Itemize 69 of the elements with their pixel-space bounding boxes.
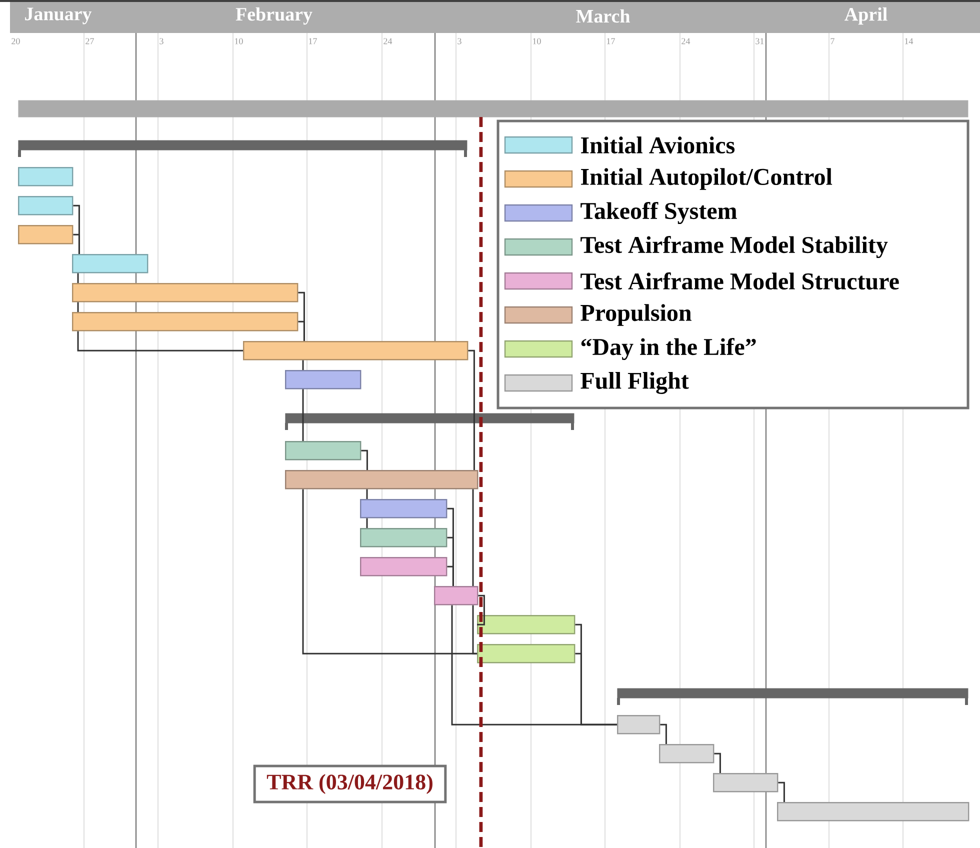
date-label: 31 <box>756 38 764 44</box>
connector-line <box>366 489 368 499</box>
date-label: 10 <box>235 38 243 44</box>
connector-line <box>298 320 305 341</box>
task-bar <box>243 341 468 360</box>
connector-line <box>468 350 475 470</box>
task-bar <box>477 644 576 664</box>
date-label: 17 <box>607 38 615 44</box>
task-bar <box>72 254 148 274</box>
connector-line <box>778 782 785 802</box>
month-label: February <box>236 7 312 25</box>
task-bar <box>477 615 576 634</box>
legend-label: “Day in the Life” <box>581 338 756 360</box>
date-label: 14 <box>905 38 914 44</box>
connector-line <box>302 360 304 370</box>
connector-line <box>361 450 368 470</box>
connector-line <box>302 389 304 441</box>
task-bar <box>777 802 970 822</box>
legend-label: Initial Avionics <box>581 136 735 154</box>
date-label: 24 <box>682 38 690 44</box>
connector-line <box>366 518 368 528</box>
task-bar <box>18 225 74 244</box>
connector-line <box>77 302 79 312</box>
milestone-box: TRR (03/04/2018) <box>253 764 447 804</box>
connector-line <box>575 652 617 726</box>
connector-line <box>472 489 474 586</box>
month-label: March <box>576 9 630 23</box>
date-label: 17 <box>309 38 317 44</box>
task-bar <box>285 441 362 460</box>
legend-label: Test Airframe Model Stability <box>580 236 888 258</box>
task-bar <box>659 744 714 764</box>
connector-line <box>73 234 80 254</box>
date-label: 20 <box>12 38 20 44</box>
date-label: 10 <box>533 38 541 44</box>
summary-bracket <box>617 688 968 705</box>
legend-label: Takeoff System <box>580 202 737 224</box>
summary-bracket <box>18 140 468 157</box>
date-label: 7 <box>830 38 834 44</box>
connector-line <box>472 605 477 654</box>
legend-label: Initial Autopilot/Control <box>581 168 832 190</box>
month-label: April <box>844 7 888 25</box>
task-bar <box>285 470 478 490</box>
task-bar <box>72 312 298 332</box>
task-bar <box>360 499 448 518</box>
connector-line <box>447 566 454 586</box>
summary-bar <box>18 100 968 118</box>
task-bar <box>18 196 74 216</box>
month-label: January <box>25 8 92 24</box>
date-label: 3 <box>458 38 462 44</box>
connector-line <box>77 331 243 352</box>
date-label: 27 <box>86 38 94 44</box>
task-bar <box>434 586 478 606</box>
task-bar <box>360 528 448 548</box>
legend-label: Test Airframe Model Structure <box>580 272 899 290</box>
task-bar <box>617 715 660 734</box>
connector-line <box>77 273 79 283</box>
date-label: 24 <box>384 38 392 44</box>
connector-line <box>714 752 721 773</box>
task-bar <box>360 557 448 576</box>
connector-line <box>477 594 485 626</box>
task-bar <box>18 167 74 186</box>
task-bar <box>713 773 778 792</box>
legend-label: Full Flight <box>580 372 689 394</box>
connector-line <box>660 724 667 744</box>
summary-bracket <box>285 413 574 430</box>
date-label: 3 <box>160 38 164 44</box>
task-bar <box>285 370 362 390</box>
task-bar <box>72 283 298 302</box>
legend-label: Propulsion <box>580 304 692 326</box>
